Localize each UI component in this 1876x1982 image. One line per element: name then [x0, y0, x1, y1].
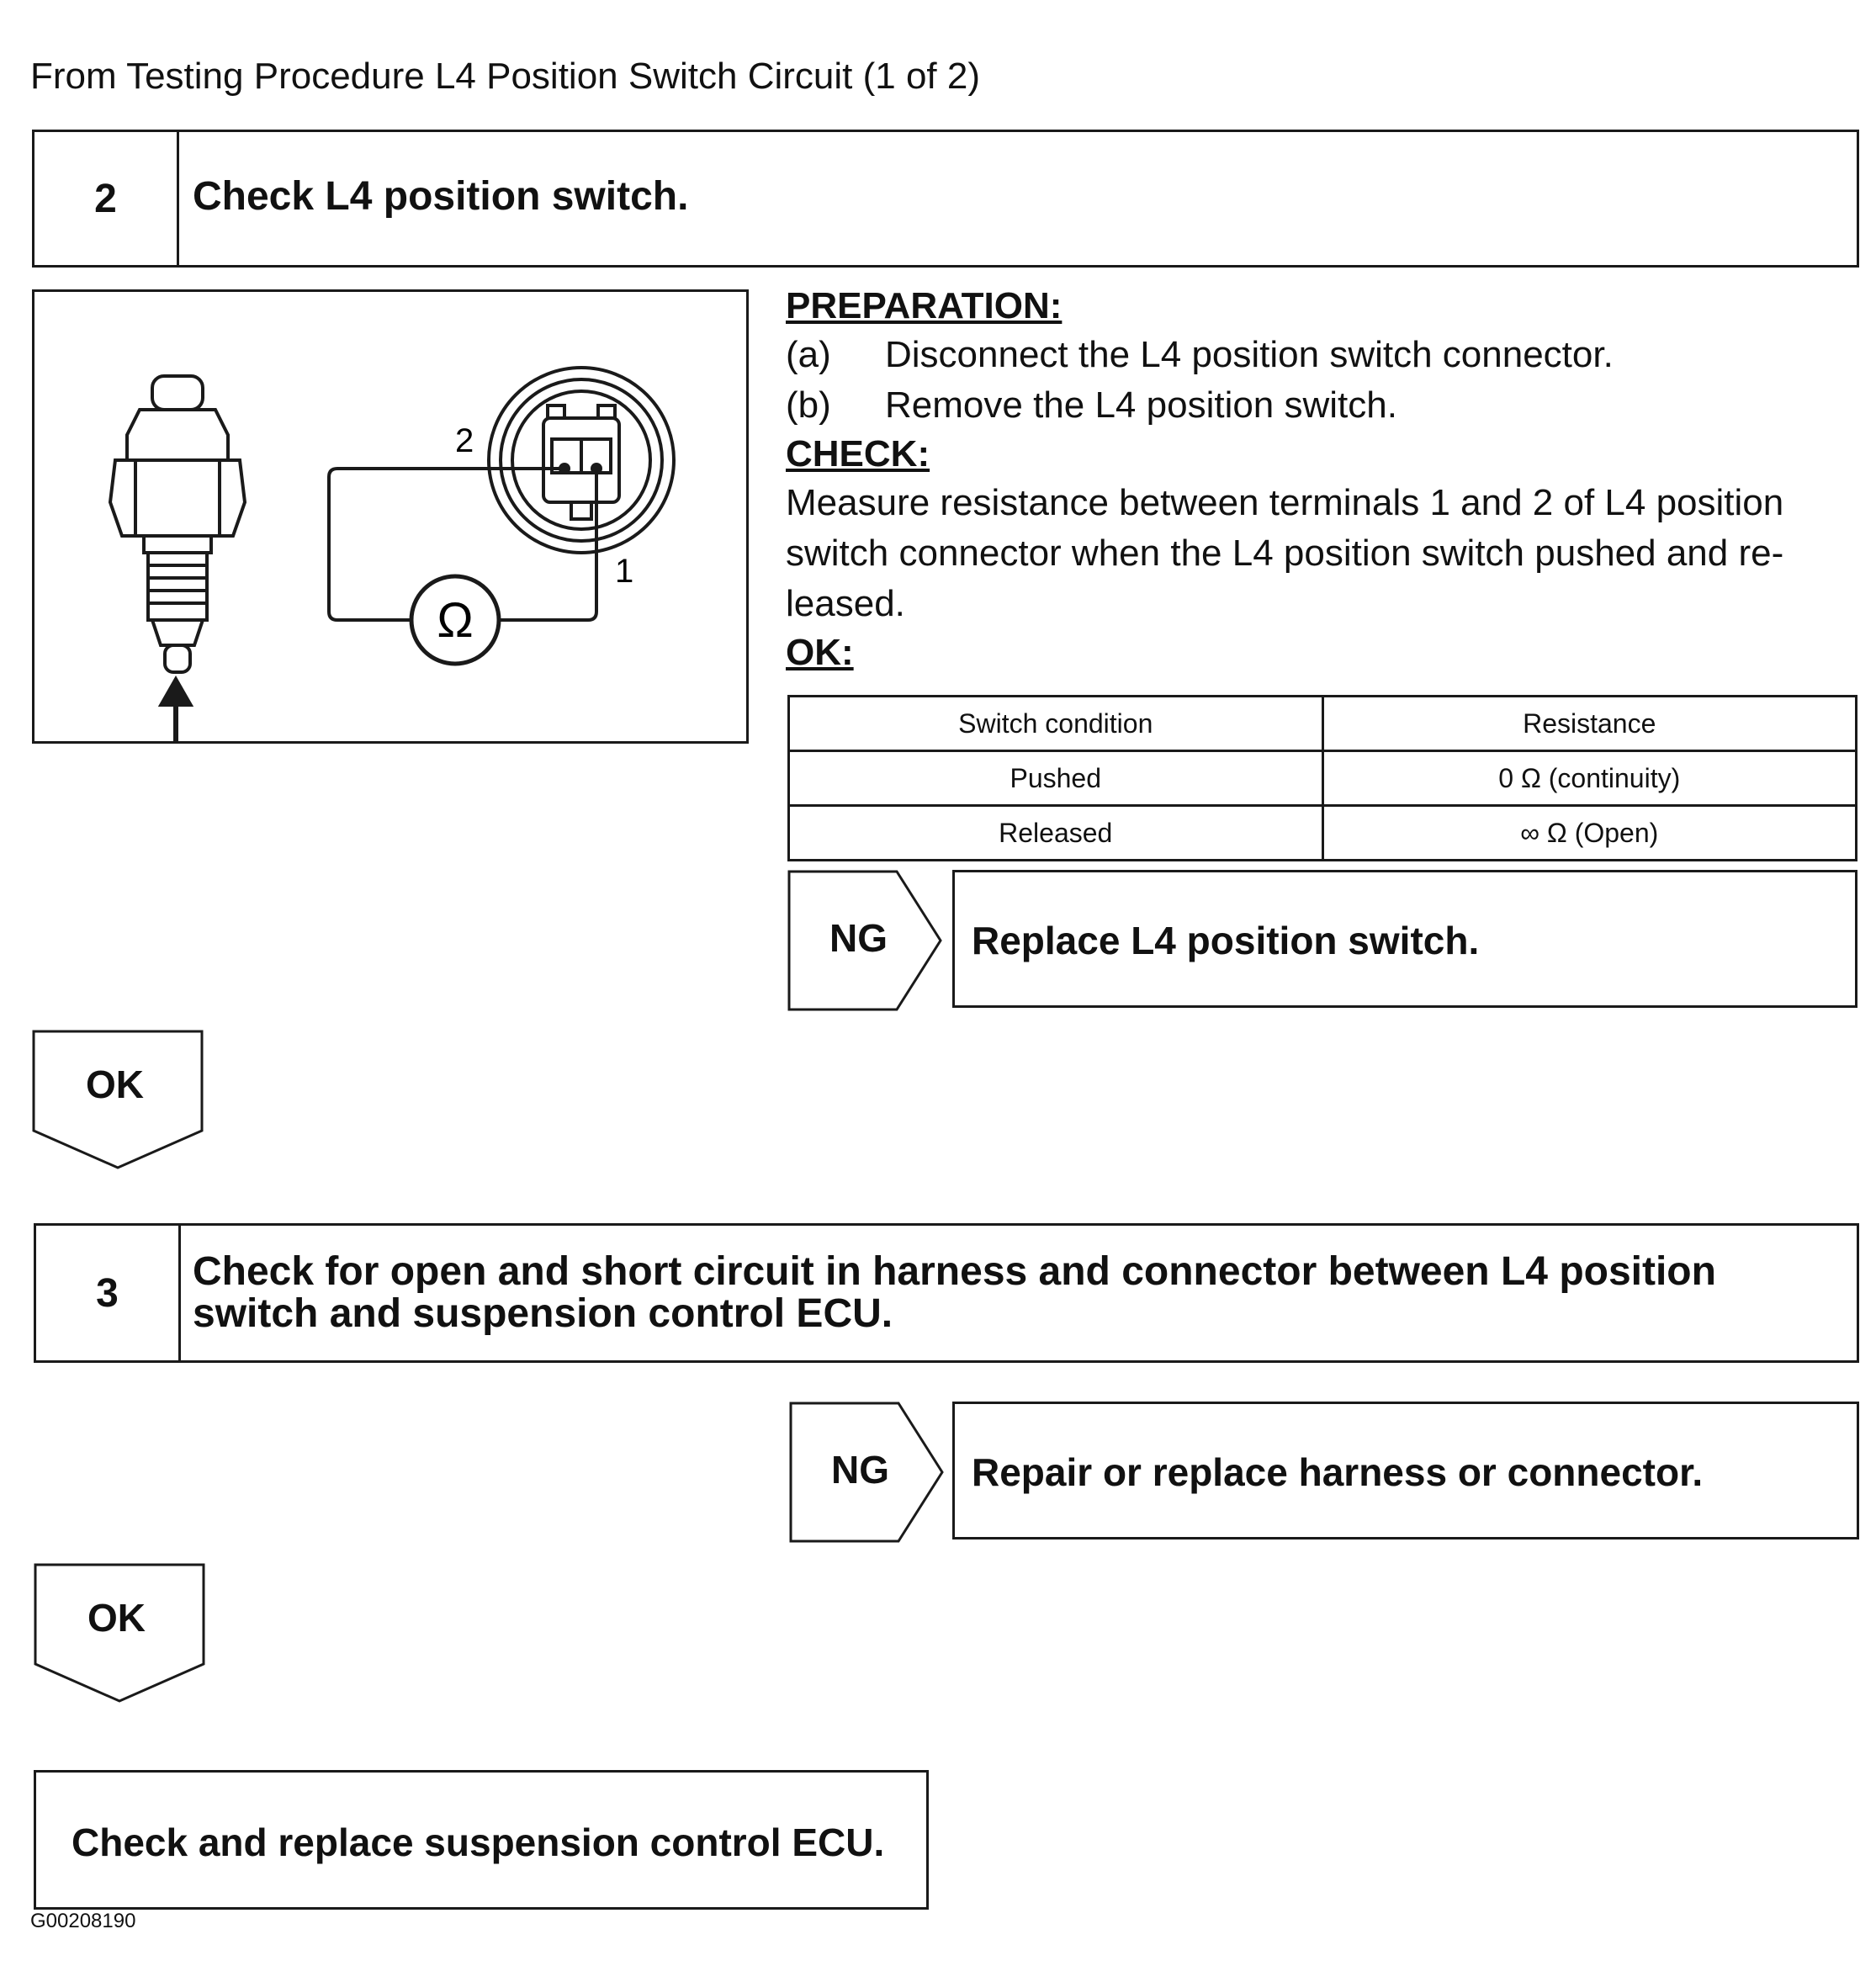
ng-action-text: Repair or replace harness or connector. — [972, 1450, 1704, 1494]
preparation-text: Disconnect the L4 position switch connec… — [885, 334, 1614, 375]
step-2-title: Check L4 position switch. — [193, 174, 689, 219]
ohmmeter-wiring — [327, 467, 598, 622]
ok-tag-step-3 — [34, 1563, 205, 1703]
figure-code: G00208190 — [30, 1910, 136, 1932]
check-heading: CHECK: — [786, 433, 930, 474]
ng-action-step-3: Repair or replace harness or connector. — [952, 1402, 1859, 1539]
step-2-number: 2 — [34, 132, 179, 265]
step-2-instructions: PREPARATION: (a) Disconnect the L4 positi… — [786, 283, 1863, 676]
table-cell: ∞ Ω (Open) — [1321, 804, 1857, 861]
check-line: leased. — [786, 583, 905, 624]
position-switch-illustration — [108, 374, 247, 674]
preparation-marker: (a) — [786, 334, 831, 375]
resistance-spec-table: Switch condition Resistance Pushed 0 Ω (… — [787, 695, 1857, 861]
check-line: switch connector when the L4 position sw… — [786, 533, 1784, 574]
intro-text: From Testing Procedure L4 Position Switc… — [30, 56, 980, 97]
check-line: Measure resistance between terminals 1 a… — [786, 482, 1784, 523]
table-header: Switch condition — [787, 695, 1324, 752]
final-action-box: Check and replace suspension control ECU… — [34, 1770, 929, 1910]
final-action-text: Check and replace suspension control ECU… — [72, 1820, 885, 1864]
step-3-title-line: Check for open and short circuit in harn… — [193, 1249, 1716, 1294]
preparation-step: (b) Remove the L4 position switch. — [786, 380, 1863, 431]
terminal-2-label: 2 — [455, 422, 474, 459]
push-release-arrow-icon — [157, 675, 194, 741]
ng-action-step-2: Replace L4 position switch. — [952, 870, 1857, 1008]
preparation-text: Remove the L4 position switch. — [885, 384, 1397, 426]
step-2-header: 2 Check L4 position switch. — [32, 130, 1859, 268]
table-cell: Released — [787, 804, 1324, 861]
preparation-heading: PREPARATION: — [786, 285, 1063, 326]
table-cell: 0 Ω (continuity) — [1321, 750, 1857, 807]
ohmmeter-icon — [409, 574, 501, 666]
table-row: Pushed 0 Ω (continuity) — [787, 750, 1857, 807]
step-3-number: 3 — [36, 1226, 181, 1360]
ok-label-step-2: OK — [86, 1063, 144, 1106]
ng-tag-step-2 — [787, 870, 942, 1011]
table-header: Resistance — [1321, 695, 1857, 752]
ohmmeter-symbol: Ω — [437, 593, 473, 648]
ng-label-step-2: NG — [829, 916, 888, 960]
ng-tag-step-3 — [789, 1402, 944, 1543]
switch-diagram: Ω 2 1 — [32, 289, 749, 744]
terminal-1-label: 1 — [615, 553, 633, 590]
connector-illustration — [487, 366, 676, 554]
preparation-marker: (b) — [786, 384, 831, 426]
table-cell: Pushed — [787, 750, 1324, 807]
preparation-step: (a) Disconnect the L4 position switch con… — [786, 330, 1863, 380]
step-3-header: 3 Check for open and short circuit in ha… — [34, 1223, 1859, 1363]
ok-heading: OK: — [786, 632, 854, 673]
ok-tag-step-2 — [32, 1030, 204, 1169]
switch-diagram-svg: Ω 2 1 — [108, 366, 676, 741]
ng-label-step-3: NG — [831, 1448, 889, 1492]
table-row: Released ∞ Ω (Open) — [787, 804, 1857, 861]
ng-action-text: Replace L4 position switch. — [972, 919, 1480, 962]
step-3-title-line: switch and suspension control ECU. — [193, 1291, 893, 1336]
table-header-row: Switch condition Resistance — [787, 695, 1857, 752]
ok-label-step-3: OK — [87, 1596, 146, 1640]
